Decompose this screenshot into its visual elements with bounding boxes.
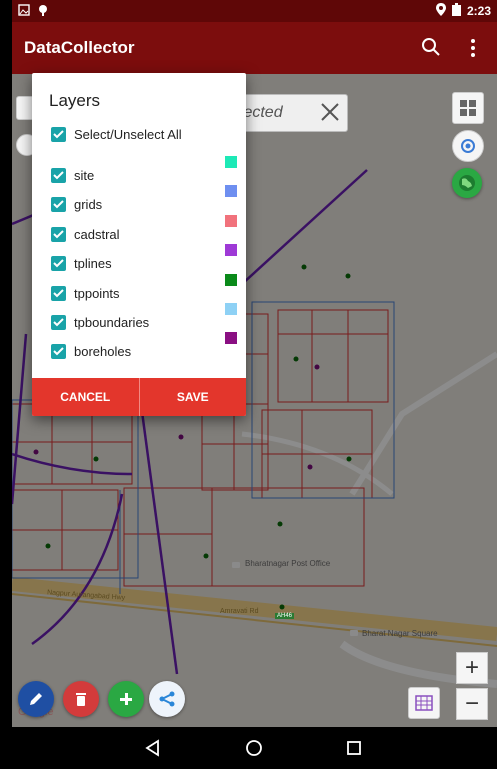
checkbox-checked-icon xyxy=(51,167,66,183)
checkbox-checked-icon xyxy=(51,226,66,242)
layer-color-swatch xyxy=(225,185,237,197)
trash-icon xyxy=(76,693,86,706)
battery-icon xyxy=(451,3,461,19)
navigation-bar xyxy=(0,727,497,769)
pencil-icon xyxy=(30,693,42,705)
my-location-button[interactable] xyxy=(452,130,484,162)
zoom-in-button[interactable]: + xyxy=(456,652,488,684)
app-bar: DataCollector xyxy=(12,22,497,74)
cancel-button[interactable]: CANCEL xyxy=(60,390,111,404)
road-label: Amravati Rd xyxy=(220,608,259,615)
zoom-out-button[interactable]: − xyxy=(456,688,488,720)
layer-row-tppoints[interactable]: tppoints xyxy=(51,274,237,302)
recents-icon[interactable] xyxy=(344,738,364,758)
save-button[interactable]: SAVE xyxy=(176,390,209,404)
globe-button[interactable] xyxy=(452,168,482,198)
globe-icon xyxy=(459,175,475,191)
checkbox-checked-icon xyxy=(51,127,66,142)
home-icon[interactable] xyxy=(244,738,264,758)
layer-color-swatch xyxy=(225,215,237,227)
layers-grid-button[interactable] xyxy=(452,92,484,124)
layer-row-boreholes[interactable]: boreholes xyxy=(51,332,237,360)
dialog-title: Layers xyxy=(49,91,101,110)
layer-label: tppoints xyxy=(74,285,120,301)
layer-label: site xyxy=(74,167,95,183)
layer-row-tplines[interactable]: tplines xyxy=(51,244,237,272)
layer-row-tpboundaries[interactable]: tpboundaries xyxy=(51,303,237,331)
clock: 2:23 xyxy=(466,4,491,18)
add-button[interactable] xyxy=(108,681,144,717)
layer-label: tpboundaries xyxy=(74,314,150,330)
layer-label: cadstral xyxy=(74,226,120,242)
plus-icon xyxy=(120,693,132,705)
share-icon xyxy=(159,691,175,707)
layer-color-swatch xyxy=(225,332,237,344)
share-button[interactable] xyxy=(149,681,185,717)
layer-color-swatch xyxy=(225,303,237,315)
image-notification-icon xyxy=(18,4,30,19)
select-all-checkbox[interactable]: Select/Unselect All xyxy=(51,127,182,142)
layer-label: tplines xyxy=(74,255,112,271)
layer-label: grids xyxy=(74,196,103,212)
edit-button[interactable] xyxy=(18,681,54,717)
checkbox-checked-icon xyxy=(51,314,66,330)
location-icon xyxy=(435,3,446,19)
layer-color-swatch xyxy=(225,274,237,286)
poi-icon xyxy=(350,630,358,636)
dialog-button-bar: CANCEL SAVE xyxy=(32,378,246,416)
checkbox-checked-icon xyxy=(51,196,66,212)
overflow-menu-icon[interactable] xyxy=(469,38,477,58)
layer-label: boreholes xyxy=(74,343,132,359)
android-notification-icon xyxy=(38,4,48,19)
search-icon[interactable] xyxy=(421,37,441,57)
app-title: DataCollector xyxy=(24,38,135,57)
table-icon xyxy=(415,695,433,711)
square-label: Bharat Nagar Square xyxy=(362,629,438,638)
poi-icon xyxy=(232,562,240,568)
table-button[interactable] xyxy=(408,687,440,719)
post-office-label: Bharatnagar Post Office xyxy=(245,559,331,568)
back-icon[interactable] xyxy=(143,738,163,758)
checkbox-checked-icon xyxy=(51,343,66,359)
layer-color-swatch xyxy=(225,156,237,168)
layer-row-grids[interactable]: grids xyxy=(51,185,237,213)
target-icon xyxy=(461,139,475,153)
checkbox-checked-icon xyxy=(51,255,66,271)
select-all-label: Select/Unselect All xyxy=(74,127,182,142)
layer-row-cadstral[interactable]: cadstral xyxy=(51,215,237,243)
button-divider xyxy=(138,378,140,416)
checkbox-checked-icon xyxy=(51,285,66,301)
grid-icon xyxy=(460,100,476,116)
layers-dialog: Layers Select/Unselect All site grids ca… xyxy=(32,73,246,416)
highway-label: Nagpur Aurangabad Hwy xyxy=(46,589,126,602)
app-frame: Bharatnagar Post Office Bharat Nagar Squ… xyxy=(12,0,497,727)
status-bar: 2:23 xyxy=(12,0,497,22)
layer-row-site[interactable]: site xyxy=(51,156,237,184)
close-icon[interactable] xyxy=(319,101,341,123)
highway-shield: AH46 xyxy=(275,613,295,619)
delete-button[interactable] xyxy=(63,681,99,717)
layer-color-swatch xyxy=(225,244,237,256)
